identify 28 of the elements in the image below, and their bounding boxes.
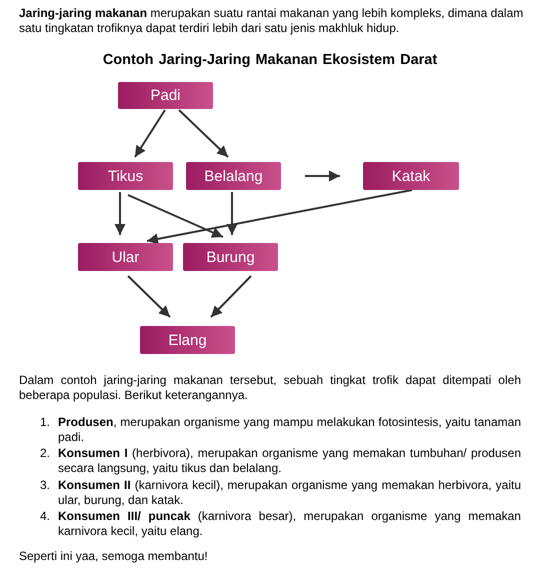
list-item-text: Konsumen III/ puncak (karnivora besar), merupakan organisme yang memakan karnivora kecil, yaitu elang. — [58, 509, 521, 539]
organism-box: Tikus — [78, 162, 173, 190]
arrow — [210, 275, 252, 318]
organism-box: Katak — [363, 162, 459, 190]
organism-box: Belalang — [186, 162, 281, 190]
list-item-text: Produsen, merupakan organisme yang mampu melakukan fotosintesis, yaitu tanaman padi. — [58, 415, 521, 445]
arrow — [305, 170, 340, 182]
closing-text: Seperti ini yaa, semoga membantu! — [19, 549, 209, 564]
list-number: 2. — [40, 446, 52, 461]
intro-paragraph: Jaring-jaring makanan merupakan suatu rantai makanan yang lebih kompleks, dimana dalam satu tingkatan trofiknya dapat terdiri lebih dari satu jenis makhluk hidup. — [19, 6, 524, 36]
arrow — [127, 275, 171, 318]
arrow — [226, 192, 238, 235]
organism-box: Ular — [78, 243, 173, 271]
arrow — [146, 189, 412, 244]
list-number: 4. — [40, 509, 52, 524]
organism-box: Burung — [183, 243, 278, 271]
arrow — [134, 109, 166, 158]
arrow — [114, 192, 126, 235]
list-number: 1. — [40, 415, 52, 430]
list-number: 3. — [40, 478, 52, 493]
organism-box: Padi — [118, 82, 213, 109]
arrow — [128, 194, 224, 238]
arrow — [178, 109, 229, 158]
diagram-title: Contoh Jaring-Jaring Makanan Ekosistem Darat — [102, 52, 438, 68]
list-item-text: Konsumen II (karnivora kecil), merupakan organisme yang memakan herbivora, yaitu ular, burung, dan katak. — [58, 478, 521, 508]
organism-box: Elang — [140, 326, 235, 354]
explanation-paragraph: Dalam contoh jaring-jaring makanan tersebut, sebuah tingkat trofik dapat ditempati oleh beberapa populasi. Berikut keterangannya. — [19, 373, 521, 403]
list-item-text: Konsumen I (herbivora), merupakan organisme yang memakan tumbuhan/ produsen secara langsung, yaitu tikus dan belalang. — [58, 446, 521, 476]
